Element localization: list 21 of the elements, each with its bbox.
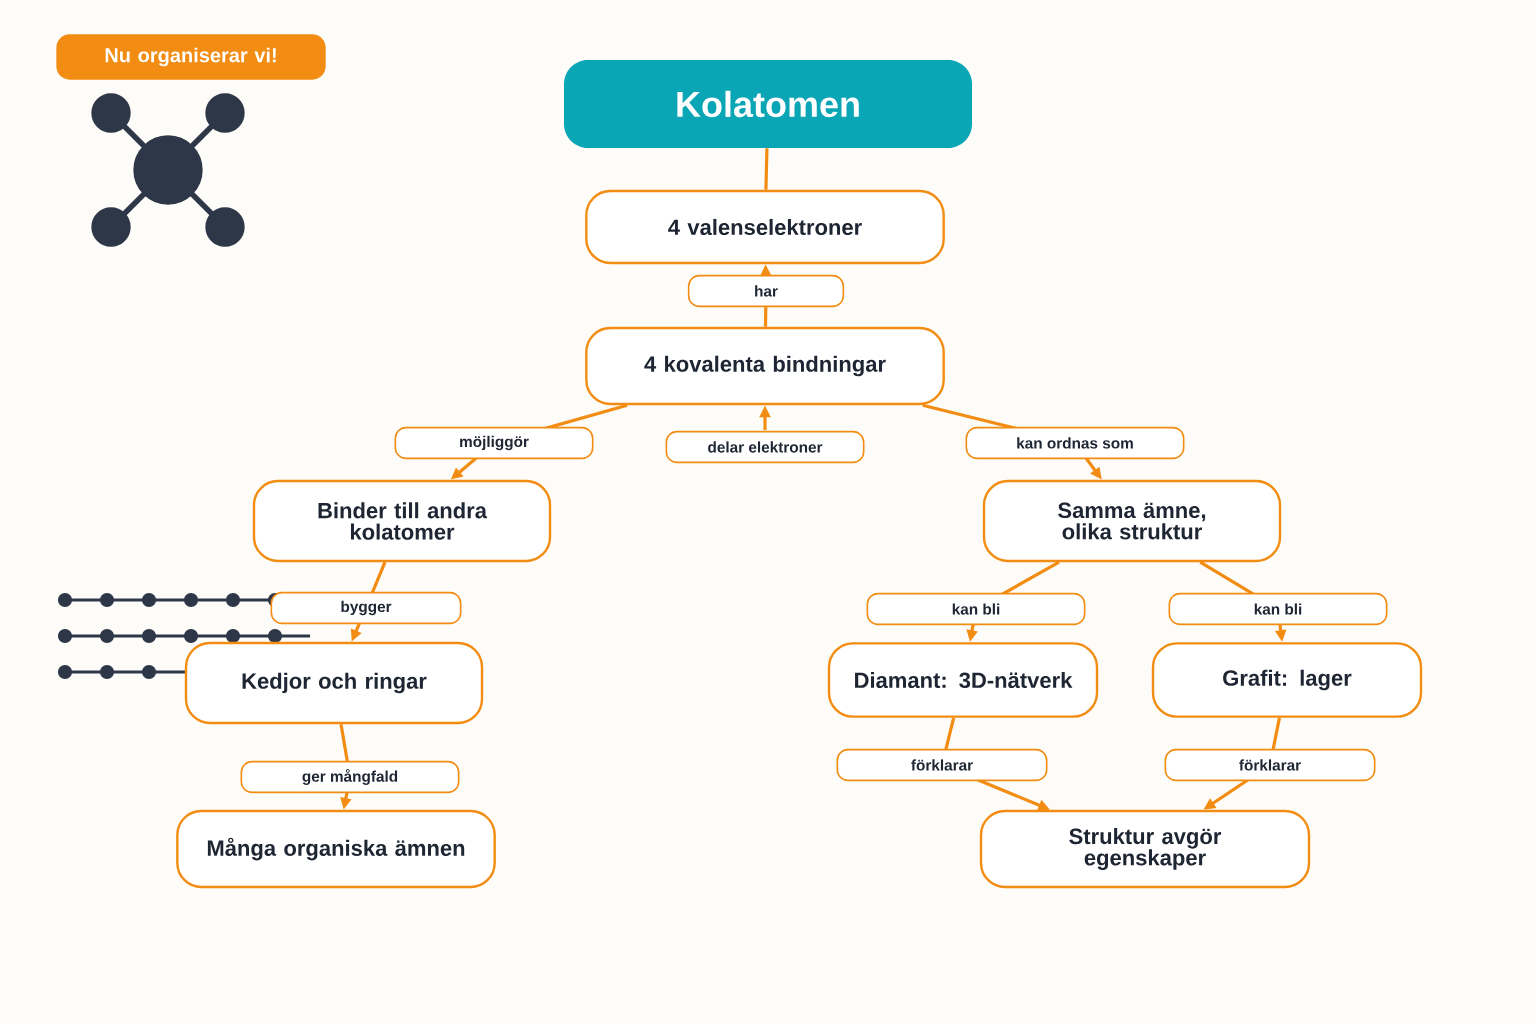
- concept-box: Struktur avgör egenskaper: [979, 809, 1311, 889]
- concept-box: 4 kovalenta bindningar: [585, 326, 945, 406]
- title-box: Kolatomen: [564, 60, 972, 148]
- concept-box: Grafit: lager: [1151, 642, 1423, 718]
- edge-label: möjliggör: [394, 426, 594, 460]
- edge-label: kan bli: [866, 592, 1086, 626]
- edge-label: förklarar: [836, 748, 1048, 782]
- concept-box: Binder till andra kolatomer: [252, 479, 552, 563]
- edge-label: delar elektroner: [665, 430, 865, 464]
- edge-label: kan bli: [1168, 592, 1388, 626]
- edge-label: bygger: [270, 591, 462, 625]
- concept-box: Diamant: 3D-nätverk: [827, 642, 1099, 718]
- edge-label: ger mångfald: [240, 760, 460, 794]
- concept-box: 4 valenselektroner: [585, 189, 945, 265]
- edge-label: har: [687, 274, 845, 308]
- edge-label: förklarar: [1164, 748, 1376, 782]
- edge-label: kan ordnas som: [965, 426, 1185, 460]
- heading-badge: Nu organiserar vi!: [56, 34, 326, 80]
- concept-box: Kedjor och ringar: [184, 641, 484, 725]
- concept-box: Samma ämne, olika struktur: [982, 479, 1282, 563]
- concept-box: Många organiska ämnen: [176, 809, 496, 889]
